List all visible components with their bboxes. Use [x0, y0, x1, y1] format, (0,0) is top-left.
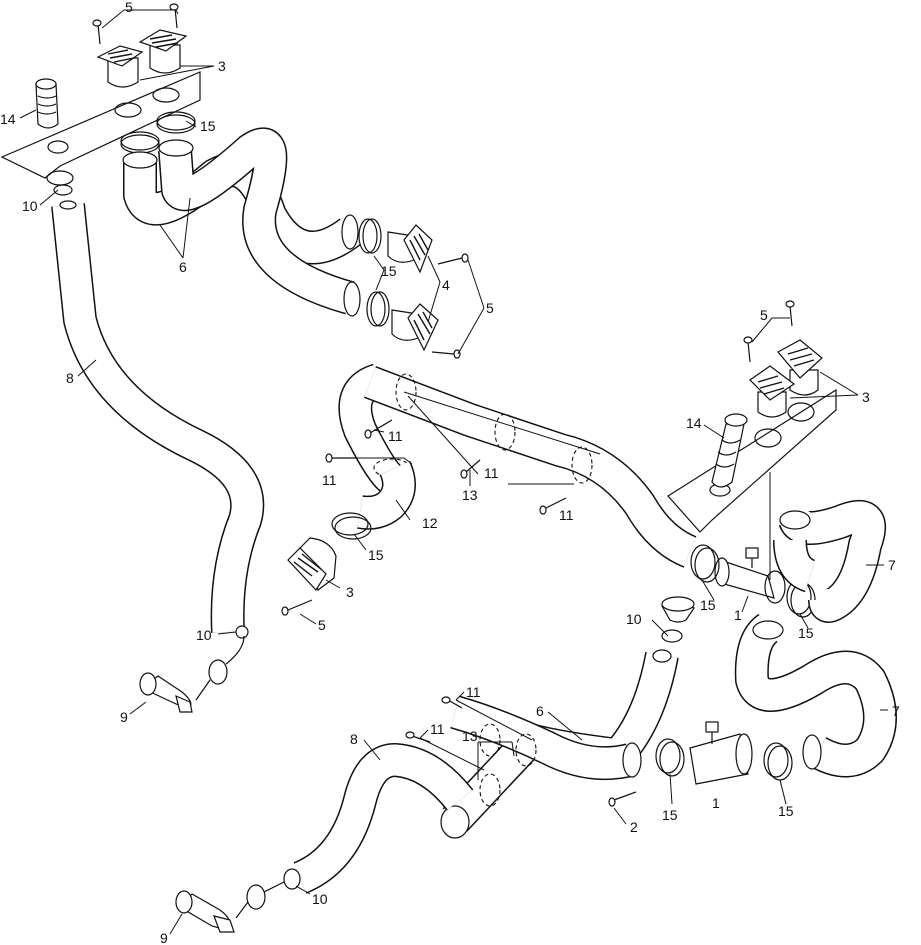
callout-3-top: 3	[218, 58, 226, 74]
callout-10-lower: 10	[312, 891, 328, 907]
vent-tube-upper	[35, 78, 59, 129]
callout-11-d: 11	[559, 507, 574, 523]
fitting-ring-left	[235, 625, 249, 639]
callout-4: 4	[442, 277, 450, 293]
screw-icon	[431, 349, 461, 359]
callout-15-right-b: 15	[798, 625, 814, 641]
callout-11-b: 11	[322, 472, 337, 488]
elbow-part-12	[357, 460, 416, 530]
callout-15-top: 15	[200, 118, 216, 134]
elbow-fitting-left	[139, 635, 245, 713]
screw-icon	[460, 459, 481, 479]
callout-15-lower-b: 15	[778, 803, 794, 819]
callout-14-top: 14	[0, 111, 16, 127]
callout-8-lower: 8	[350, 731, 358, 747]
callout-7-upper: 7	[888, 557, 896, 573]
hose-part-8-left	[51, 200, 265, 633]
screw-icon	[92, 19, 102, 45]
callout-9-left: 9	[120, 709, 128, 725]
callout-3-right: 3	[862, 389, 870, 405]
callout-11-f: 11	[430, 721, 445, 737]
callout-15-lower-a: 15	[662, 807, 678, 823]
hose-clamp-icon	[156, 111, 196, 134]
callout-1-lower: 1	[712, 795, 720, 811]
vent-grille-upper-right	[138, 29, 188, 74]
callout-9-lower: 9	[160, 930, 168, 945]
screw-icon	[608, 791, 637, 807]
hose-main-center	[338, 363, 697, 568]
callout-5-center: 5	[318, 617, 326, 633]
callout-10-top: 10	[22, 198, 38, 214]
screw-icon	[281, 599, 313, 616]
callout-6-top: 6	[179, 259, 187, 275]
hose-clamp-icon	[763, 742, 793, 781]
callout-15-right-a: 15	[700, 597, 716, 613]
hose-clamp-icon	[690, 544, 720, 583]
screw-icon	[743, 336, 753, 363]
callout-5-right: 5	[760, 307, 768, 323]
hose-part-8-lower	[293, 743, 474, 894]
hose-clamp-icon	[358, 218, 382, 254]
callout-10-center: 10	[626, 611, 642, 627]
callout-11-c: 11	[484, 465, 499, 481]
hose-part-6-upper	[122, 127, 361, 317]
hose-clamp-icon	[120, 131, 160, 154]
leader-lines	[19, 9, 888, 935]
vent-tube-right	[711, 413, 748, 488]
screw-icon	[539, 497, 567, 515]
callout-5-top: 5	[125, 0, 133, 15]
screw-icon	[437, 253, 469, 265]
elbow-fitting-lower	[175, 881, 285, 933]
callout-12: 12	[422, 515, 438, 531]
callout-6-lower: 6	[536, 703, 544, 719]
hose-dashed-segments-lower	[479, 723, 537, 807]
hose-part-6-lower	[440, 649, 679, 839]
callout-15-center: 15	[368, 547, 384, 563]
callout-8-left: 8	[66, 370, 74, 386]
plate-holes-upper	[47, 87, 180, 154]
callout-13-lower: 13	[462, 728, 478, 744]
hose-clamp-icon	[366, 291, 390, 327]
callout-labels: 5 3 14 15 10 6 15 4 5 8 5 3 14 11 11 11 …	[0, 0, 900, 945]
screw-icon	[785, 300, 795, 327]
callout-3-center: 3	[346, 584, 354, 600]
vent-grille-upper-left	[96, 45, 144, 88]
callout-14-right: 14	[686, 415, 702, 431]
vent-outlet-part-4-lower	[391, 303, 439, 352]
screw-icon	[364, 419, 393, 439]
screw-icon	[441, 696, 463, 709]
fitting-cup-center	[661, 596, 695, 643]
callout-2: 2	[630, 819, 638, 835]
mounting-plate-right	[667, 388, 837, 533]
callout-1-upper: 1	[734, 607, 742, 623]
hose-part-7-lower	[734, 613, 897, 778]
fitting-ring-upper	[46, 170, 74, 196]
connector-part-1-lower	[689, 721, 753, 785]
hose-clamp-icon	[331, 512, 372, 540]
screw-icon	[405, 731, 431, 743]
vent-grille-right-upper	[777, 339, 823, 396]
callout-11-e: 11	[466, 684, 481, 700]
vent-outlet-center	[287, 537, 337, 591]
vent-outlet-part-4-upper	[387, 224, 433, 274]
callout-5-upper-mid: 5	[486, 300, 494, 316]
callout-13-center: 13	[462, 487, 478, 503]
fitting-ring-lower	[283, 868, 301, 890]
screw-icon	[169, 3, 179, 29]
vent-grille-right-lower	[749, 365, 796, 418]
callout-7-lower: 7	[892, 703, 900, 719]
callout-10-left: 10	[196, 627, 212, 643]
hose-clamp-icon	[655, 738, 685, 777]
hose-part-7-upper	[773, 500, 886, 623]
callout-15-upper-mid: 15	[381, 263, 397, 279]
callout-11-a: 11	[388, 428, 403, 444]
